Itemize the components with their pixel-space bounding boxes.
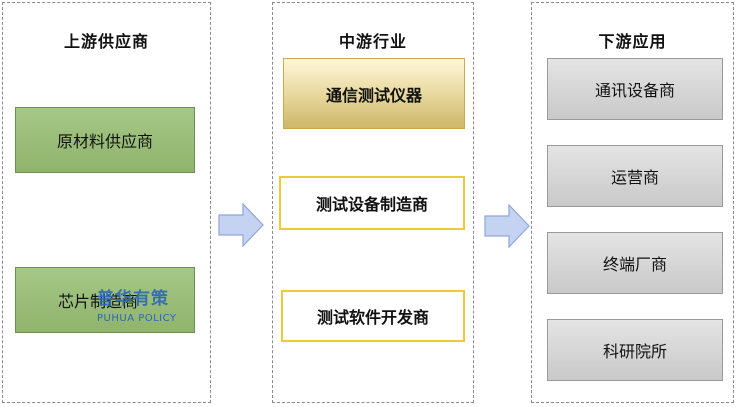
downstream-item-research-institutes: 科研院所 (547, 319, 723, 381)
downstream-item-label: 科研院所 (602, 342, 667, 361)
upstream-column: 上游供应商 原材料供应商 芯片制造商 (2, 2, 211, 403)
midstream-column: 中游行业 通信测试仪器 测试设备制造商 测试软件开发商 (272, 2, 474, 403)
downstream-column: 下游应用 通讯设备商 运营商 终端厂商 科研院所 (531, 2, 734, 403)
midstream-title: 中游行业 (338, 32, 407, 51)
upstream-item-raw-materials: 原材料供应商 (15, 107, 195, 173)
downstream-item-label: 运营商 (610, 168, 659, 187)
upstream-item-label: 原材料供应商 (56, 132, 153, 151)
upstream-title: 上游供应商 (63, 32, 149, 51)
watermark-text-en: PUHUA POLICY (97, 313, 177, 324)
downstream-title: 下游应用 (598, 32, 667, 51)
midstream-item-label: 测试设备制造商 (315, 195, 428, 214)
downstream-item-label: 通讯设备商 (594, 81, 675, 100)
downstream-item-label: 终端厂商 (602, 255, 667, 274)
downstream-item-telecom-equipment: 通讯设备商 (547, 58, 723, 120)
watermark-text-cn: 普华有策 (97, 289, 169, 309)
midstream-item-software-developer: 测试软件开发商 (281, 290, 465, 342)
flow-arrow-icon (218, 203, 264, 247)
midstream-item-label: 通信测试仪器 (325, 85, 422, 105)
midstream-item-label: 测试软件开发商 (316, 308, 429, 327)
midstream-item-equipment-maker: 测试设备制造商 (279, 176, 465, 230)
downstream-item-terminal-makers: 终端厂商 (547, 232, 723, 294)
downstream-item-operators: 运营商 (547, 145, 723, 207)
flow-arrow-icon (484, 204, 530, 248)
upstream-item-chip-maker: 芯片制造商 (15, 267, 195, 333)
midstream-item-test-instruments: 通信测试仪器 (283, 58, 465, 129)
watermark-logo: 普华有策 PUHUA POLICY (97, 289, 191, 329)
upstream-item-label: 芯片制造商 (58, 292, 139, 311)
